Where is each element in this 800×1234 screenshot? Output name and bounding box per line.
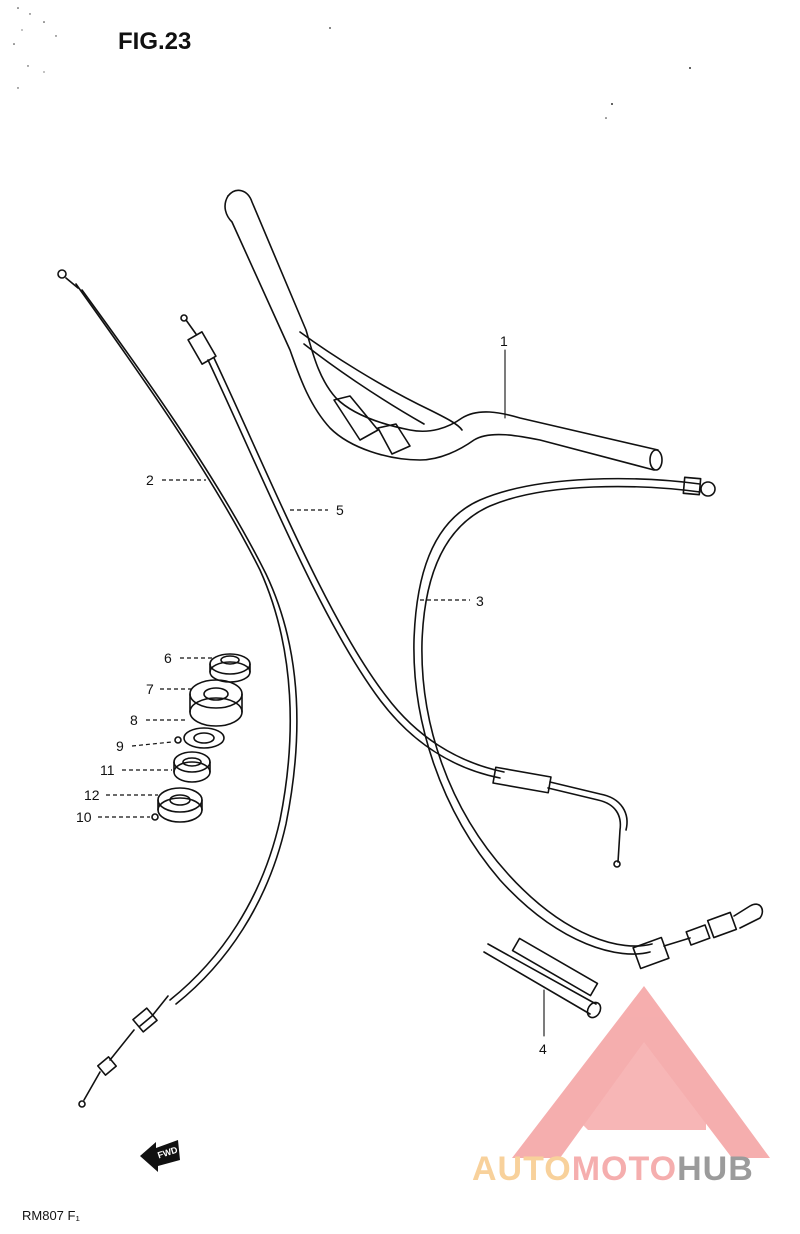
watermark-moto: MOTO	[572, 1150, 677, 1188]
automotohub-watermark: AUTOMOTOHUB	[472, 986, 770, 1188]
callout-12: 12	[84, 787, 100, 803]
cable-sleeve	[483, 937, 602, 1019]
fwd-marker: FWD	[140, 1140, 180, 1172]
callout-5: 5	[336, 502, 344, 518]
callout-2: 2	[146, 472, 154, 488]
figure-title: FIG.23	[118, 28, 192, 55]
steering-bearing-stack	[151, 653, 251, 823]
callout-3: 3	[476, 593, 484, 609]
throttle-cable	[57, 269, 298, 1108]
watermark-hub: HUB	[677, 1150, 754, 1188]
handlebar	[224, 189, 663, 471]
callout-1: 1	[500, 333, 508, 349]
watermark-auto: AUTO	[472, 1150, 572, 1188]
callout-9: 9	[116, 738, 124, 754]
clutch-cable	[413, 476, 764, 970]
callout-4: 4	[539, 1041, 547, 1057]
callout-8: 8	[130, 712, 138, 728]
callout-11: 11	[100, 762, 115, 778]
arrow-left-icon	[140, 1140, 180, 1172]
choke-cable	[180, 314, 628, 868]
scan-noise	[13, 7, 691, 119]
drawing-code: RM807 F₁	[22, 1208, 80, 1223]
callout-10: 10	[76, 809, 92, 825]
callout-6: 6	[164, 650, 172, 666]
callout-7: 7	[146, 681, 154, 697]
leader-9	[131, 741, 173, 747]
svg-text:AUTOMOTOHUB: AUTOMOTOHUB	[472, 1150, 754, 1188]
